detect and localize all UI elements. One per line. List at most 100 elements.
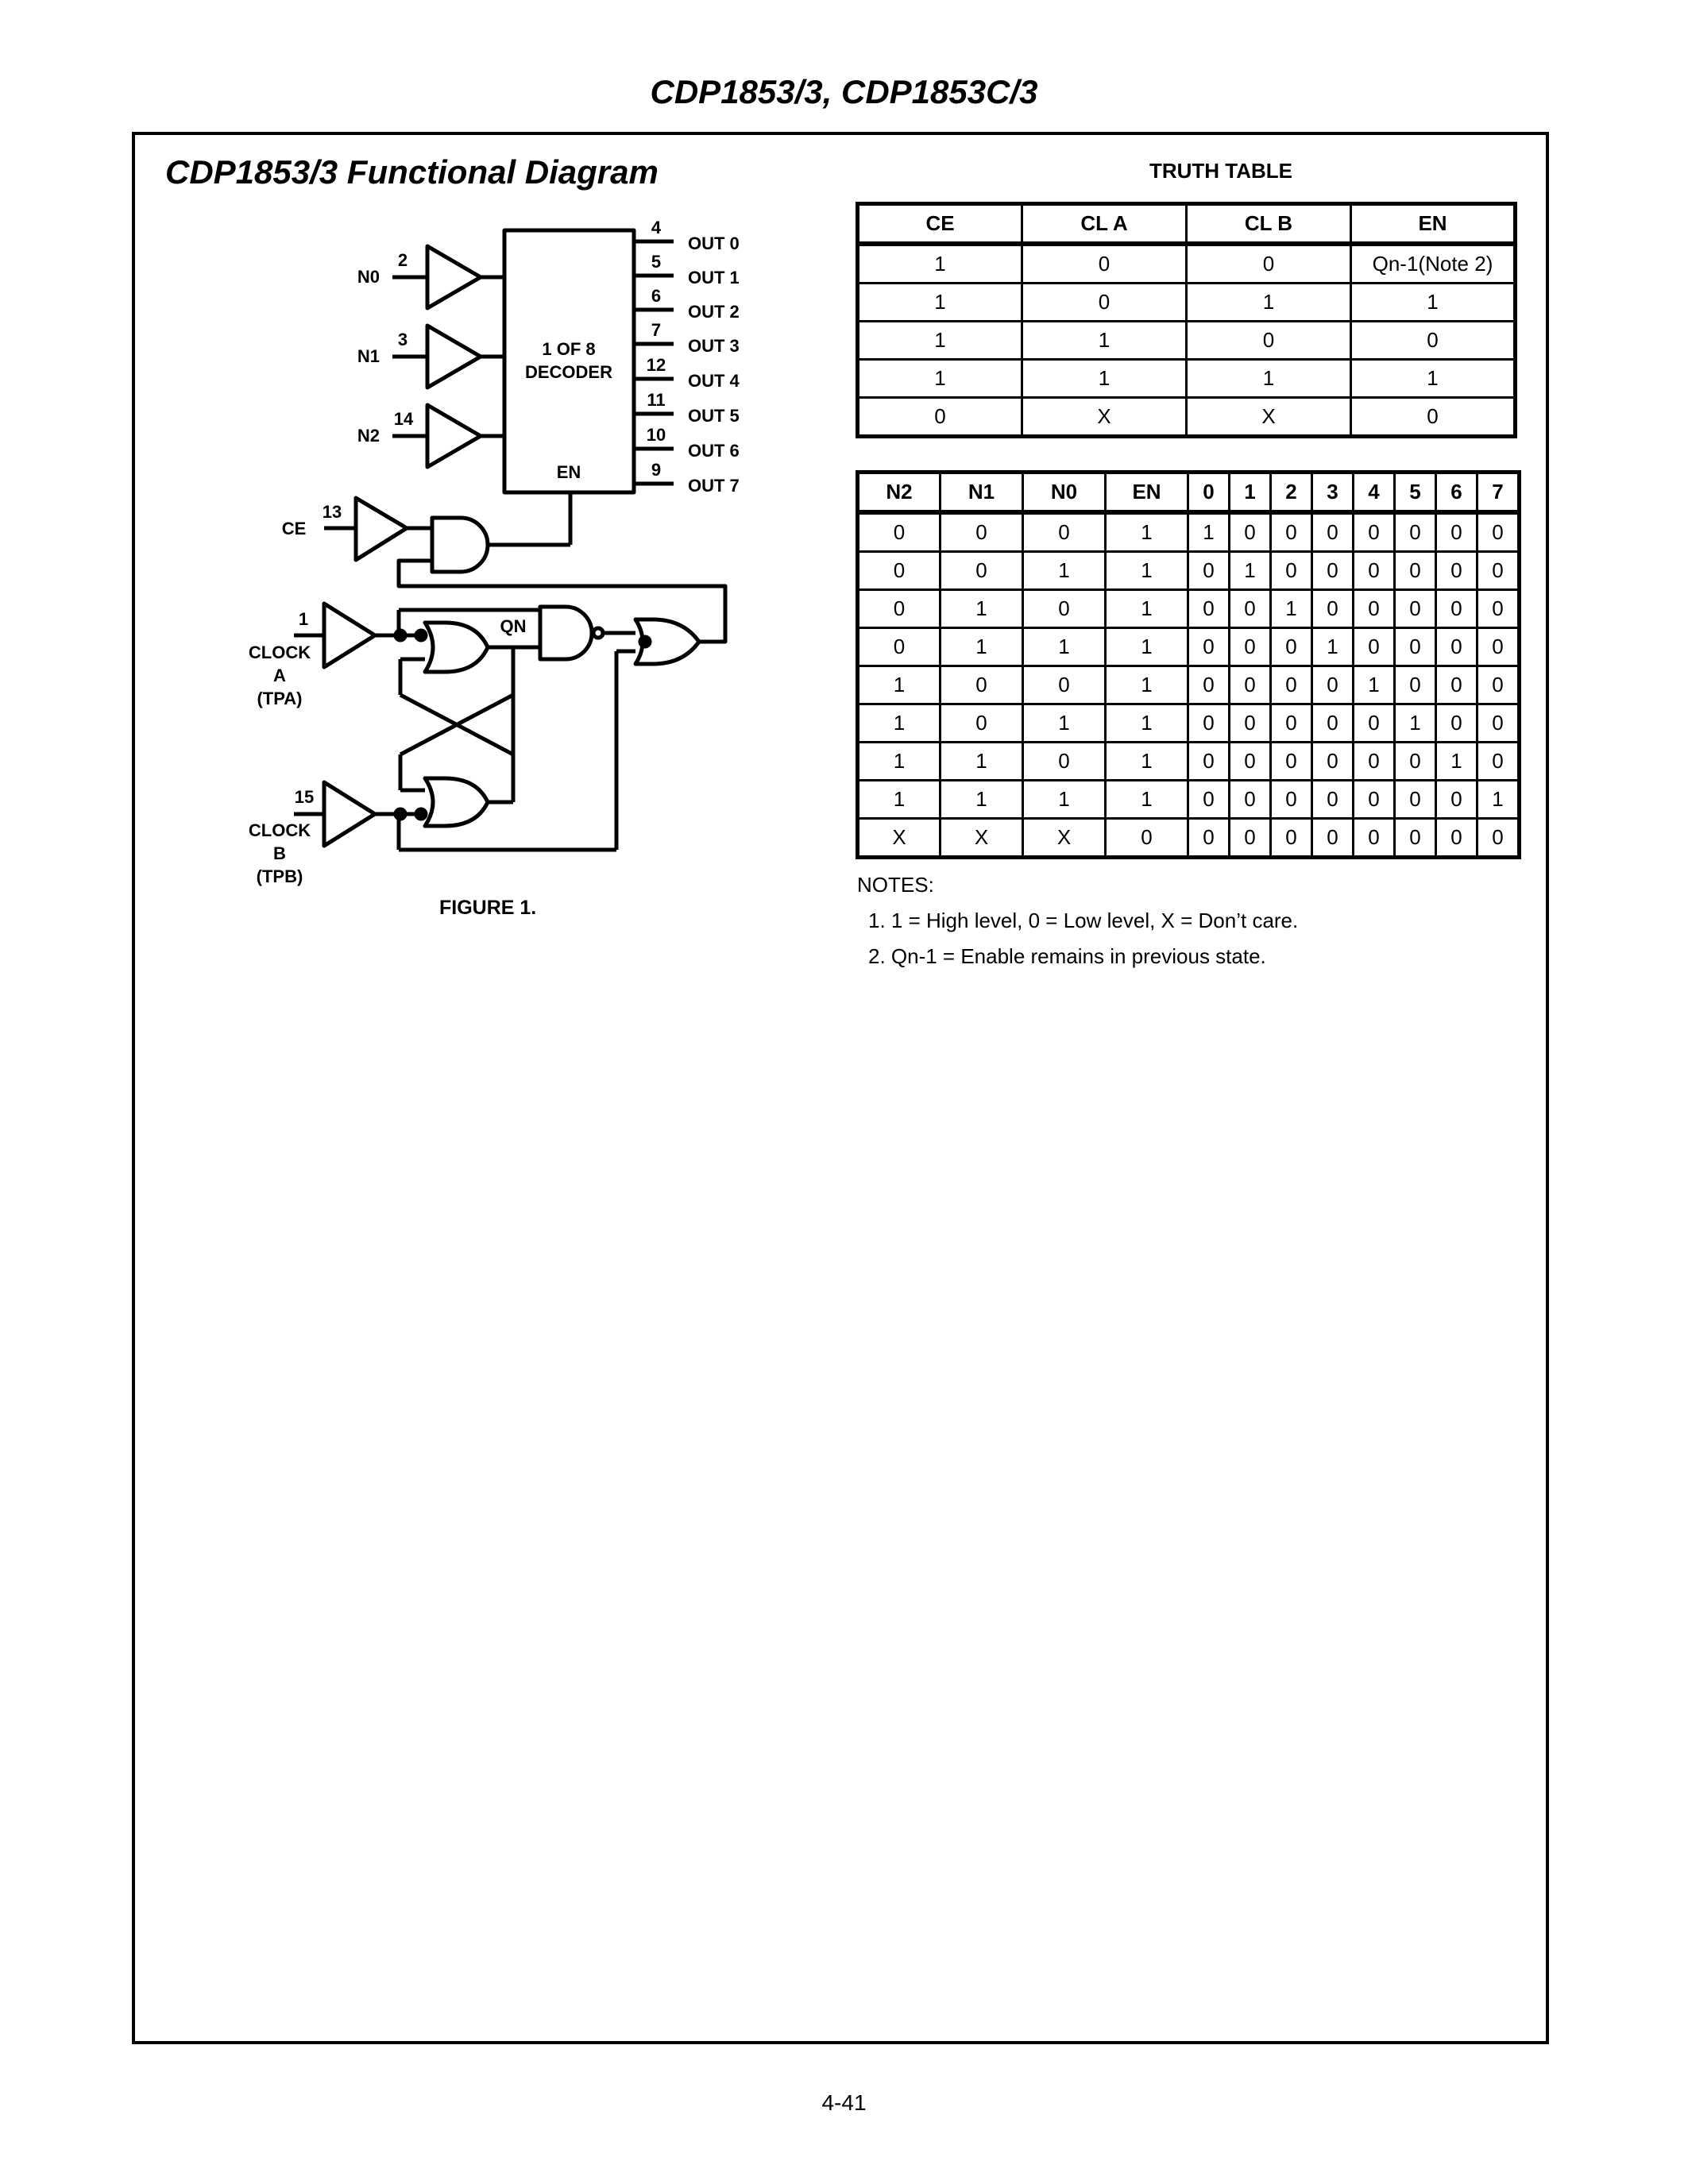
page-header-title: CDP1853/3, CDP1853C/3 — [650, 73, 1038, 110]
table-cell: 0 — [1228, 627, 1272, 667]
table-cell: 0 — [1228, 588, 1272, 629]
clock-b-pin: 15 — [295, 787, 314, 807]
table-cell: 0 — [1185, 242, 1352, 284]
table-cell: 0 — [1269, 627, 1313, 667]
table-cell: 0 — [939, 703, 1024, 743]
table-cell: 1 — [1435, 741, 1478, 781]
table-cell: 0 — [1311, 588, 1354, 629]
table-cell: 0 — [1269, 550, 1313, 591]
decode-table-header: N2 — [856, 471, 941, 515]
table-cell: 0 — [1393, 627, 1437, 667]
table-cell: 0 — [1352, 511, 1396, 553]
table-cell: 1 — [1104, 588, 1189, 629]
output-pin-3: 7 — [651, 320, 661, 340]
or-gate-lower — [423, 776, 490, 828]
table-cell: 0 — [1352, 588, 1396, 629]
table-cell: 1 — [939, 627, 1024, 667]
table-cell: 0 — [1269, 665, 1313, 705]
table-cell: 1 — [1104, 741, 1189, 781]
table-cell: 0 — [856, 511, 941, 553]
table-cell: 0 — [856, 627, 941, 667]
table-cell: 0 — [1022, 511, 1107, 553]
table-cell: 0 — [1269, 511, 1313, 553]
table-cell: 0 — [1476, 665, 1520, 705]
table-cell: 0 — [1476, 817, 1520, 859]
table-cell: 0 — [1435, 817, 1478, 859]
clock-a-label-line1: CLOCK — [249, 642, 311, 662]
truth-table-header: CL B — [1185, 203, 1352, 246]
and-gate-ce — [430, 515, 490, 574]
table-cell: 0 — [1435, 665, 1478, 705]
qn-label: QN — [500, 616, 527, 636]
decode-table-header: 2 — [1269, 471, 1313, 515]
table-cell: 0 — [1476, 511, 1520, 553]
buffer-n2 — [425, 403, 483, 469]
input-label-n0: N0 — [357, 267, 380, 287]
table-cell: 1 — [1104, 511, 1189, 553]
table-cell: 0 — [1476, 741, 1520, 781]
table-cell: 1 — [1269, 588, 1313, 629]
table-cell: 1 — [1104, 779, 1189, 820]
table-cell: 0 — [1021, 242, 1188, 284]
table-cell: 0 — [1228, 703, 1272, 743]
table-cell: 1 — [1022, 779, 1107, 820]
table-cell: 1 — [1022, 627, 1107, 667]
table-cell: 0 — [1187, 588, 1230, 629]
output-name-3: OUT 3 — [688, 336, 740, 356]
table-cell: 0 — [1393, 817, 1437, 859]
table-cell: 0 — [1187, 550, 1230, 591]
table-cell: 0 — [1311, 817, 1354, 859]
clock-a-pin: 1 — [299, 609, 308, 629]
table-cell: 0 — [856, 396, 1023, 438]
table-cell: 1 — [1352, 665, 1396, 705]
table-cell: 0 — [1187, 779, 1230, 820]
output-pin-0: 4 — [651, 218, 662, 237]
content-frame — [132, 132, 1549, 2044]
table-cell: 0 — [1022, 588, 1107, 629]
table-cell: 1 — [939, 741, 1024, 781]
table-cell: 1 — [856, 665, 941, 705]
output-name-1: OUT 1 — [688, 268, 740, 287]
diagram-title: CDP1853/3 Functional Diagram — [165, 153, 659, 191]
table-cell: 1 — [856, 242, 1023, 284]
buffer-ce — [353, 496, 409, 562]
table-cell: 0 — [939, 511, 1024, 553]
output-pin-5: 11 — [647, 390, 665, 410]
table-cell: 1 — [856, 779, 941, 820]
table-cell: 0 — [1311, 665, 1354, 705]
clock-b-label-line3: (TPB) — [257, 866, 303, 886]
table-cell: 0 — [1228, 779, 1272, 820]
output-pin-6: 10 — [647, 425, 666, 445]
decoder-label-line1: 1 OF 8 — [542, 339, 595, 359]
table-cell: X — [1021, 396, 1188, 438]
decode-table-header: 4 — [1352, 471, 1396, 515]
table-cell: 0 — [1228, 665, 1272, 705]
table-cell: 1 — [1022, 703, 1107, 743]
notes-heading: NOTES: — [857, 873, 934, 897]
output-name-6: OUT 6 — [688, 441, 740, 461]
note-item: 2. Qn-1 = Enable remains in previous sta… — [868, 944, 1266, 968]
table-cell: 0 — [1435, 627, 1478, 667]
page-number: 4-41 — [821, 2090, 867, 2115]
table-cell: 0 — [1435, 550, 1478, 591]
table-cell: 0 — [939, 665, 1024, 705]
nand-gate — [538, 604, 594, 662]
decode-table-header: 7 — [1476, 471, 1520, 515]
decode-table-header: 5 — [1393, 471, 1437, 515]
table-cell: X — [1022, 817, 1107, 859]
table-cell: 0 — [1352, 741, 1396, 781]
table-cell: 0 — [1228, 741, 1272, 781]
output-pin-4: 12 — [647, 355, 666, 375]
table-cell: 0 — [1022, 665, 1107, 705]
table-cell: 1 — [939, 588, 1024, 629]
table-cell: 0 — [1269, 817, 1313, 859]
table-cell: 0 — [1476, 550, 1520, 591]
table-cell: 0 — [1187, 703, 1230, 743]
table-cell: 0 — [856, 550, 941, 591]
